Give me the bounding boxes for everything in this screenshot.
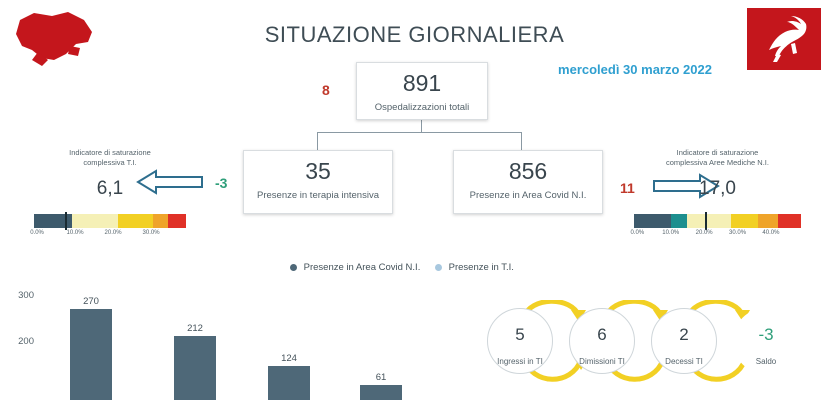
bar-column bbox=[268, 366, 310, 400]
tick-label: 10.0% bbox=[662, 230, 680, 237]
card-icu-label: Presenze in terapia intensiva bbox=[257, 190, 379, 201]
saturation-medical-caption-2: complessiva Aree Mediche N.I. bbox=[666, 158, 769, 168]
card-total-hospitalizations[interactable]: 891 Ospedalizzazioni totali bbox=[356, 62, 488, 120]
flow-circle-ingressi: 5 Ingressi in TI bbox=[487, 308, 553, 374]
card-icu-value: 35 bbox=[305, 158, 331, 184]
card-covid-label: Presenze in Area Covid N.I. bbox=[469, 190, 587, 201]
tick-label: 20.0% bbox=[104, 230, 122, 237]
flow-circle-dimissioni: 6 Dimissioni TI bbox=[569, 308, 635, 374]
saturation-icu-bar bbox=[34, 212, 186, 231]
saturation-icu-caption-2: complessiva T.I. bbox=[83, 158, 137, 168]
saturation-icu-ticks: 0.0% 10.0% 20.0% 30.0% bbox=[30, 230, 186, 240]
card-total-value: 891 bbox=[402, 70, 442, 96]
tick-label: 0.0% bbox=[630, 230, 645, 237]
saturation-icu-caption-1: Indicatore di saturazione bbox=[69, 148, 151, 157]
y-tick-label: 300 bbox=[18, 290, 34, 301]
flow-circle-decessi: 2 Decessi TI bbox=[651, 308, 717, 374]
delta-covid-area: 11 bbox=[620, 180, 635, 196]
tick-label: 0.0% bbox=[30, 230, 44, 237]
tick-label: 20.0% bbox=[695, 230, 713, 237]
delta-icu: -3 bbox=[215, 175, 228, 191]
tuscany-map-icon bbox=[8, 8, 104, 70]
connector-vertical-left bbox=[317, 132, 318, 150]
y-tick-label: 200 bbox=[18, 336, 34, 347]
tick-label: 40.0% bbox=[762, 230, 780, 237]
flow-label: Decessi TI bbox=[665, 357, 703, 366]
report-date: mercoledì 30 marzo 2022 bbox=[558, 62, 712, 77]
saturation-medical: Indicatore di saturazione complessiva Ar… bbox=[620, 148, 815, 240]
saturation-medical-ticks: 0.0% 10.0% 20.0% 30.0% 40.0% bbox=[630, 230, 801, 240]
arrow-left-icon bbox=[136, 168, 204, 201]
connector-horizontal bbox=[317, 132, 522, 133]
bar-column bbox=[360, 385, 402, 400]
bar-chart: 300 200 270 212 124 61 bbox=[6, 286, 476, 400]
legend-swatch-icon bbox=[290, 263, 297, 271]
bar-value-label: 212 bbox=[187, 323, 203, 334]
delta-total: 8 bbox=[322, 82, 330, 98]
page-title: SITUAZIONE GIORNALIERA bbox=[264, 22, 565, 47]
connector-vertical-right bbox=[521, 132, 522, 150]
bar-value-label: 124 bbox=[281, 353, 297, 364]
chart-legend: Presenze in Area Covid N.I. Presenze in … bbox=[290, 262, 526, 273]
tick-label: 30.0% bbox=[142, 230, 160, 237]
flow-value: 6 bbox=[597, 325, 607, 344]
bar-value-label: 61 bbox=[375, 372, 387, 383]
tick-label: 30.0% bbox=[729, 230, 747, 237]
saturation-icu: Indicatore di saturazione complessiva T.… bbox=[20, 148, 200, 240]
icu-flow-diagram: 5 Ingressi in TI 6 Dimissioni TI 2 Deces… bbox=[487, 300, 827, 400]
legend-label: Presenze in Area Covid N.I. bbox=[303, 262, 421, 273]
flow-label: Saldo bbox=[755, 357, 777, 366]
flow-value: 5 bbox=[515, 325, 525, 344]
flow-value: 2 bbox=[679, 325, 689, 344]
flow-label: Ingressi in TI bbox=[497, 357, 543, 366]
bar-column bbox=[70, 309, 112, 400]
card-total-label: Ospedalizzazioni totali bbox=[374, 102, 470, 113]
tuscany-pegasus-flag-icon bbox=[747, 8, 821, 70]
legend-swatch-icon bbox=[434, 263, 442, 271]
bar-value-label: 270 bbox=[83, 296, 99, 307]
card-covid-value: 856 bbox=[508, 158, 548, 184]
saturation-icu-value: 6,1 bbox=[96, 178, 124, 200]
flow-label: Dimissioni TI bbox=[579, 357, 625, 366]
saturation-medical-needle bbox=[704, 212, 707, 231]
flow-circle-saldo: -3 Saldo bbox=[733, 308, 799, 374]
saturation-medical-caption-1: Indicatore di saturazione bbox=[676, 148, 759, 157]
saturation-medical-value: 17,0 bbox=[699, 178, 736, 200]
legend-item: Presenze in Area Covid N.I. bbox=[290, 262, 420, 273]
tick-label: 10.0% bbox=[66, 230, 84, 237]
saturation-medical-bar bbox=[634, 212, 801, 231]
card-icu[interactable]: 35 Presenze in terapia intensiva bbox=[243, 150, 393, 214]
legend-label: Presenze in T.I. bbox=[448, 262, 514, 273]
card-covid-area[interactable]: 856 Presenze in Area Covid N.I. bbox=[453, 150, 603, 214]
legend-item: Presenze in T.I. bbox=[434, 262, 514, 273]
bar-column bbox=[174, 336, 216, 400]
flow-value: -3 bbox=[758, 325, 774, 344]
saturation-icu-needle bbox=[64, 212, 67, 231]
arrow-right-icon bbox=[652, 172, 720, 205]
connector-vertical-top bbox=[421, 118, 422, 132]
